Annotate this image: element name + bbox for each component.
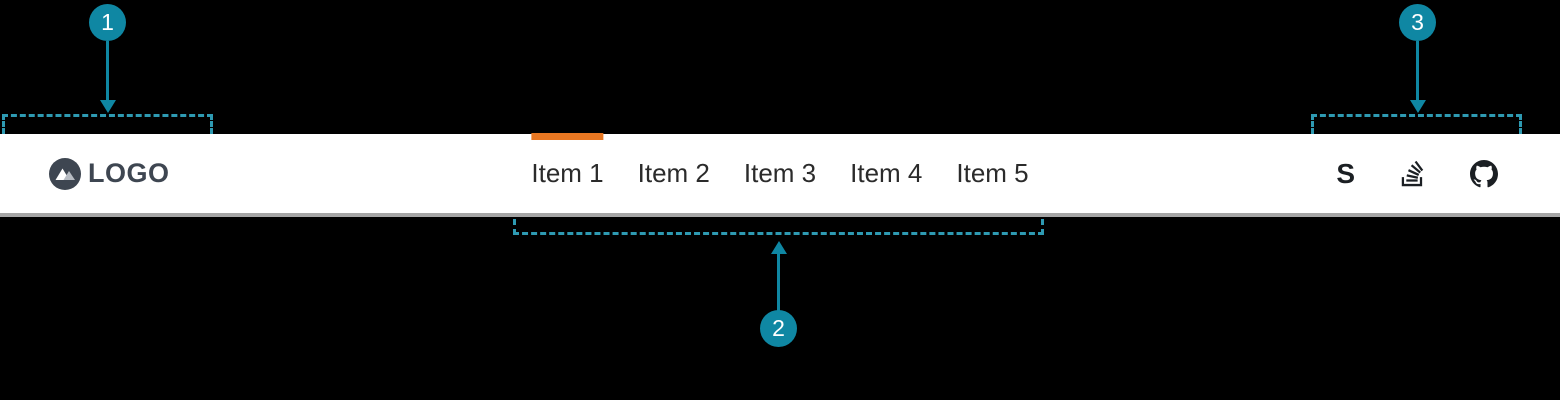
callout-2-number: 2 [772,315,785,341]
nav-item-3[interactable]: Item 3 [744,134,816,213]
nav-item-4[interactable]: Item 4 [850,134,922,213]
nav-item-5[interactable]: Item 5 [956,134,1028,213]
callout-2-arrow-line [777,254,780,311]
nav-item-2[interactable]: Item 2 [638,134,710,213]
callout-2-badge: 2 [760,310,797,347]
social-icons-region-outline [1311,114,1522,134]
callout-2-arrowhead-icon [771,241,787,254]
logo[interactable]: LOGO [49,134,170,213]
logo-region-outline [2,114,213,134]
main-menu: Item 1 Item 2 Item 3 Item 4 Item 5 [531,133,1029,213]
callout-1-arrow-line [106,41,109,100]
nav-item-1-label: Item 1 [531,158,604,188]
callout-1-arrowhead-icon [100,100,116,113]
callout-3-number: 3 [1411,9,1424,35]
letter-s-icon[interactable]: S [1336,157,1355,189]
nav-item-3-label: Item 3 [743,158,817,188]
navbar: LOGO Item 1 Item 2 Item 3 Item 4 Item 5 [0,133,1560,217]
logo-text: LOGO [88,158,170,188]
github-icon[interactable] [1470,159,1498,188]
callout-1-badge: 1 [89,4,126,41]
callout-3-arrowhead-icon [1410,100,1426,113]
nav-item-4-label: Item 4 [850,158,923,188]
callout-1-number: 1 [101,9,114,35]
callout-3-arrow-line [1416,41,1419,100]
active-tab-indicator [531,133,604,140]
nav-item-5-label: Item 5 [956,158,1029,188]
social-icons-group: S [1336,134,1498,213]
menu-items-region-outline [513,219,1044,235]
nav-item-1[interactable]: Item 1 [531,133,604,213]
nav-item-2-label: Item 2 [637,158,710,188]
mountain-logo-icon [49,157,81,190]
callout-3-badge: 3 [1399,4,1436,41]
stack-overflow-icon[interactable] [1401,159,1424,188]
